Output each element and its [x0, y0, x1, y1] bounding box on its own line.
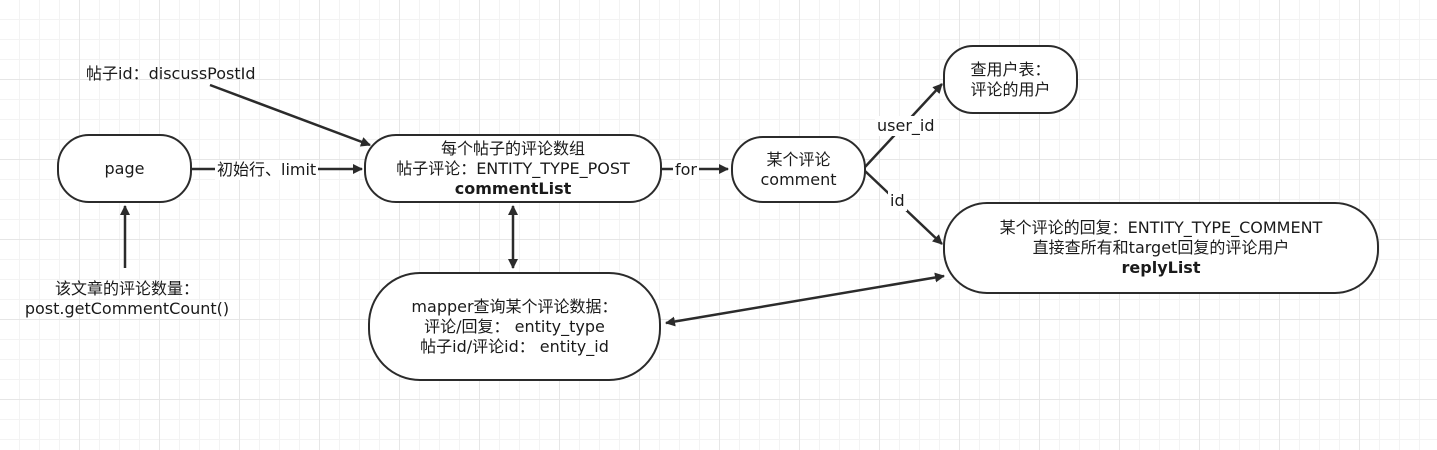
node-mapper-line1: mapper查询某个评论数据：	[411, 296, 618, 316]
node-reply-list: 某个评论的回复：ENTITY_TYPE_COMMENT 直接查所有和target…	[943, 202, 1379, 294]
node-reply-list-line1: 某个评论的回复：ENTITY_TYPE_COMMENT	[999, 218, 1323, 237]
node-page: page	[57, 134, 192, 203]
node-comment-list-line1: 每个帖子的评论数组	[440, 138, 585, 158]
node-user-lookup: 查用户表： 评论的用户	[943, 45, 1078, 114]
label-comment-count-line1: 该文章的评论数量：	[54, 279, 199, 298]
node-comment-list: 每个帖子的评论数组 帖子评论：ENTITY_TYPE_POST commentL…	[364, 134, 662, 203]
node-mapper: mapper查询某个评论数据： 评论/回复： entity_type 帖子id/…	[368, 272, 661, 381]
node-user-lookup-line1: 查用户表：	[970, 59, 1051, 79]
edge-postid-to-commentlist	[209, 83, 371, 147]
node-mapper-line3: 帖子id/评论id： entity_id	[420, 336, 609, 356]
node-page-text: page	[104, 158, 145, 178]
label-comment-count: 该文章的评论数量： post.getCommentCount()	[14, 279, 240, 319]
node-a-comment: 某个评论 comment	[731, 136, 866, 203]
node-reply-list-line2: 直接查所有和target回复的评论用户	[1032, 238, 1290, 257]
label-for: for	[673, 160, 699, 180]
node-comment-list-line3: commentList	[454, 178, 572, 198]
edge-mapper-reply	[665, 272, 945, 327]
label-init-limit: 初始行、limit	[215, 160, 319, 180]
node-user-lookup-line2: 评论的用户	[970, 79, 1051, 99]
node-a-comment-line2: comment	[760, 169, 837, 189]
label-id: id	[888, 191, 907, 211]
node-a-comment-line1: 某个评论	[766, 149, 831, 169]
node-mapper-line2: 评论/回复： entity_type	[424, 316, 605, 336]
label-user-id: user_id	[875, 116, 937, 136]
label-post-id: 帖子id：discussPostId	[86, 64, 256, 83]
label-comment-count-line2: post.getCommentCount()	[24, 299, 230, 318]
node-comment-list-line2: 帖子评论：ENTITY_TYPE_POST	[396, 158, 630, 178]
node-reply-list-line3: replyList	[1121, 258, 1201, 277]
